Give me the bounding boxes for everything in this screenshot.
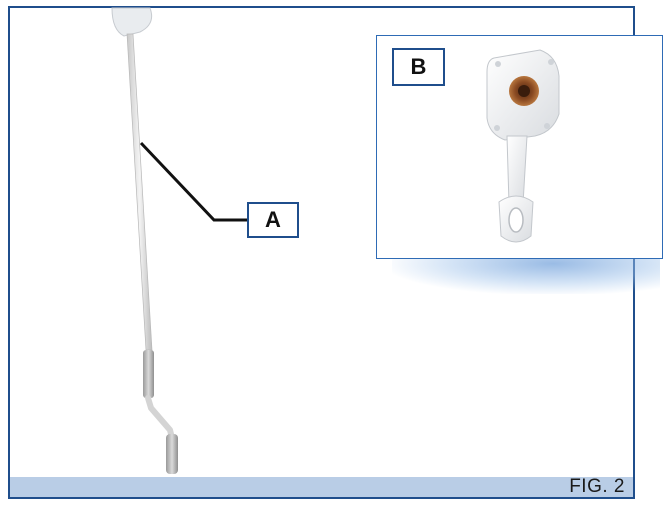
callout-b-label: B: [392, 48, 445, 86]
grip-icon: [143, 350, 154, 398]
inset-shadow: [392, 256, 660, 294]
housing-icon: [112, 8, 152, 36]
callout-a-line: [141, 143, 247, 220]
caption-bar: FIG. 2: [10, 477, 633, 497]
callout-a-label: A: [247, 202, 299, 238]
crank-elbow-icon: [148, 398, 172, 438]
handle-icon: [166, 434, 178, 474]
figure-caption: FIG. 2: [569, 477, 625, 497]
rod-icon: [127, 34, 152, 350]
